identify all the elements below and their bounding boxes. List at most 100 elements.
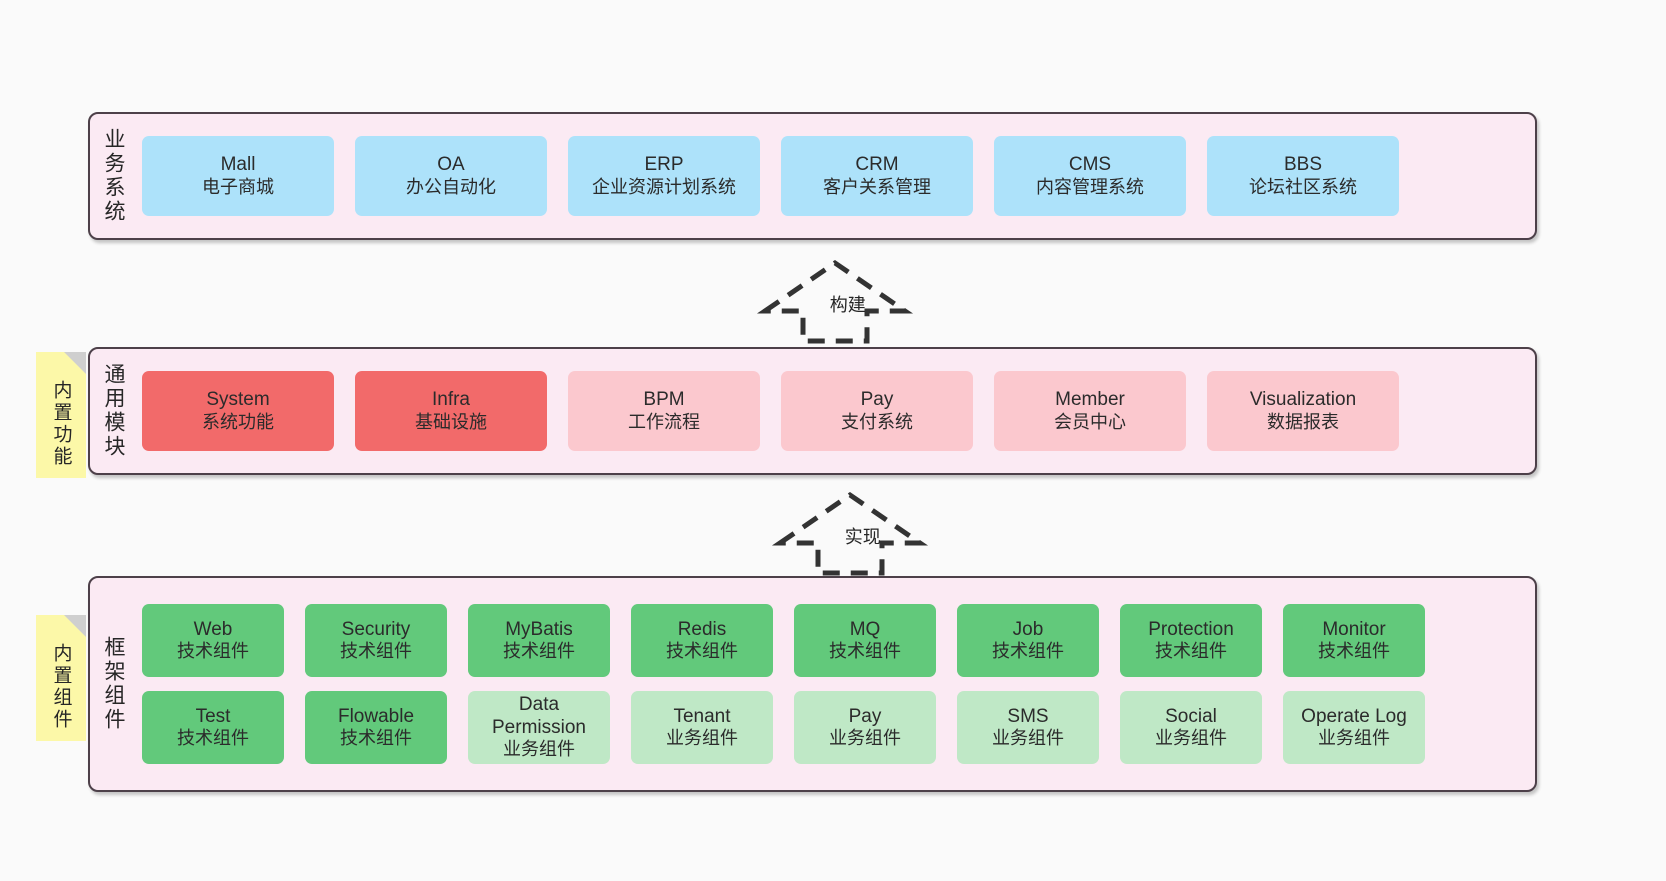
component-box-sms-en: SMS xyxy=(1007,705,1049,727)
business-box-bbs[interactable]: BBS 论坛社区系统 xyxy=(1207,136,1399,216)
component-box-tenant-en: Tenant xyxy=(673,705,731,727)
component-box-social-en: Social xyxy=(1165,705,1217,727)
component-box-pay-en: Pay xyxy=(848,705,882,727)
component-box-job-cn: 技术组件 xyxy=(992,641,1064,662)
component-box-data-permission[interactable]: Data Permission 业务组件 xyxy=(468,691,610,764)
business-box-bbs-cn: 论坛社区系统 xyxy=(1249,176,1357,197)
module-box-system-cn: 系统功能 xyxy=(202,411,274,432)
sticky-note-builtin-components: 内置组件 xyxy=(36,615,86,741)
module-box-member-cn: 会员中心 xyxy=(1054,411,1126,432)
module-box-visualization-en: Visualization xyxy=(1249,389,1357,411)
business-row: Mall 电子商城 OA 办公自动化 ERP 企业资源计划系统 CRM 客户关系… xyxy=(142,136,1519,216)
component-box-mybatis[interactable]: MyBatis 技术组件 xyxy=(468,604,610,677)
component-box-mq-en: MQ xyxy=(849,618,881,640)
implement-arrow-icon xyxy=(771,491,929,576)
module-box-pay-cn: 支付系统 xyxy=(841,411,913,432)
module-box-visualization[interactable]: Visualization 数据报表 xyxy=(1207,371,1399,451)
business-box-cms[interactable]: CMS 内容管理系统 xyxy=(994,136,1186,216)
module-box-bpm[interactable]: BPM 工作流程 xyxy=(568,371,760,451)
component-box-redis-cn: 技术组件 xyxy=(666,641,738,662)
module-box-bpm-cn: 工作流程 xyxy=(628,411,700,432)
business-box-mall-en: Mall xyxy=(220,154,256,176)
component-box-monitor-cn: 技术组件 xyxy=(1318,641,1390,662)
component-box-flowable[interactable]: Flowable 技术组件 xyxy=(305,691,447,764)
component-box-pay[interactable]: Pay 业务组件 xyxy=(794,691,936,764)
sticky-note-builtin-components-label: 内置组件 xyxy=(50,643,72,731)
component-box-sms[interactable]: SMS 业务组件 xyxy=(957,691,1099,764)
connector-build-arrow: 构建 xyxy=(755,255,915,345)
layer-business-title: 业务系统 xyxy=(102,128,126,224)
layer-modules-title: 通用模块 xyxy=(102,363,126,459)
component-box-security[interactable]: Security 技术组件 xyxy=(305,604,447,677)
layer-framework-components: 框架组件 Web 技术组件 Security 技术组件 MyBatis 技术组件… xyxy=(88,576,1537,792)
component-box-web[interactable]: Web 技术组件 xyxy=(142,604,284,677)
component-box-security-en: Security xyxy=(341,618,411,640)
component-box-operate-log-cn: 业务组件 xyxy=(1318,728,1390,749)
module-box-system[interactable]: System 系统功能 xyxy=(142,371,334,451)
module-box-member[interactable]: Member 会员中心 xyxy=(994,371,1186,451)
business-box-mall-cn: 电子商城 xyxy=(202,176,274,197)
sticky-fold-corner-icon xyxy=(64,352,86,374)
component-box-test[interactable]: Test 技术组件 xyxy=(142,691,284,764)
business-box-oa-cn: 办公自动化 xyxy=(406,176,496,197)
layer-modules-body: System 系统功能 Infra 基础设施 BPM 工作流程 Pay 支付系统… xyxy=(136,349,1535,473)
module-box-pay-en: Pay xyxy=(860,389,894,411)
component-box-mq-cn: 技术组件 xyxy=(829,641,901,662)
business-box-crm-cn: 客户关系管理 xyxy=(823,176,931,197)
component-box-protection-en: Protection xyxy=(1148,618,1234,640)
component-box-pay-cn: 业务组件 xyxy=(829,728,901,749)
business-box-erp[interactable]: ERP 企业资源计划系统 xyxy=(568,136,760,216)
business-box-cms-en: CMS xyxy=(1068,154,1112,176)
business-box-erp-cn: 企业资源计划系统 xyxy=(592,176,736,197)
component-box-tenant[interactable]: Tenant 业务组件 xyxy=(631,691,773,764)
component-box-mybatis-en: MyBatis xyxy=(505,618,573,640)
connector-implement-label: 实现 xyxy=(844,527,881,547)
business-box-oa-en: OA xyxy=(437,154,465,176)
layer-business-systems: 业务系统 Mall 电子商城 OA 办公自动化 ERP 企业资源计划系统 CRM… xyxy=(88,112,1537,240)
component-box-mybatis-cn: 技术组件 xyxy=(503,641,575,662)
module-box-infra[interactable]: Infra 基础设施 xyxy=(355,371,547,451)
component-box-test-cn: 技术组件 xyxy=(177,728,249,749)
modules-row: System 系统功能 Infra 基础设施 BPM 工作流程 Pay 支付系统… xyxy=(142,371,1519,451)
component-box-monitor[interactable]: Monitor 技术组件 xyxy=(1283,604,1425,677)
component-box-social[interactable]: Social 业务组件 xyxy=(1120,691,1262,764)
component-box-security-cn: 技术组件 xyxy=(340,641,412,662)
business-box-mall[interactable]: Mall 电子商城 xyxy=(142,136,334,216)
component-box-monitor-en: Monitor xyxy=(1322,618,1386,640)
component-box-redis[interactable]: Redis 技术组件 xyxy=(631,604,773,677)
layer-framework-body: Web 技术组件 Security 技术组件 MyBatis 技术组件 Redi… xyxy=(136,578,1535,790)
component-box-mq[interactable]: MQ 技术组件 xyxy=(794,604,936,677)
component-box-protection[interactable]: Protection 技术组件 xyxy=(1120,604,1262,677)
component-box-data-permission-cn: 业务组件 xyxy=(503,739,575,760)
component-box-sms-cn: 业务组件 xyxy=(992,728,1064,749)
component-box-data-permission-en: Data Permission xyxy=(492,694,586,738)
connector-build-label: 构建 xyxy=(829,295,866,315)
component-box-flowable-en: Flowable xyxy=(337,705,415,727)
module-box-member-en: Member xyxy=(1055,389,1125,411)
layer-business-body: Mall 电子商城 OA 办公自动化 ERP 企业资源计划系统 CRM 客户关系… xyxy=(136,114,1535,238)
framework-row-business: Test 技术组件 Flowable 技术组件 Data Permission … xyxy=(142,691,1519,764)
component-box-operate-log[interactable]: Operate Log 业务组件 xyxy=(1283,691,1425,764)
module-box-infra-cn: 基础设施 xyxy=(415,411,487,432)
business-box-crm-en: CRM xyxy=(855,154,899,176)
component-box-test-en: Test xyxy=(195,705,231,727)
framework-row-tech: Web 技术组件 Security 技术组件 MyBatis 技术组件 Redi… xyxy=(142,604,1519,677)
module-box-bpm-en: BPM xyxy=(643,389,685,411)
component-box-job[interactable]: Job 技术组件 xyxy=(957,604,1099,677)
business-box-cms-cn: 内容管理系统 xyxy=(1036,176,1144,197)
business-box-oa[interactable]: OA 办公自动化 xyxy=(355,136,547,216)
module-box-system-en: System xyxy=(206,389,270,411)
module-box-pay[interactable]: Pay 支付系统 xyxy=(781,371,973,451)
component-box-operate-log-en: Operate Log xyxy=(1301,705,1407,727)
sticky-note-builtin-features-label: 内置功能 xyxy=(50,380,72,468)
component-box-job-en: Job xyxy=(1012,618,1044,640)
component-box-redis-en: Redis xyxy=(677,618,727,640)
business-box-crm[interactable]: CRM 客户关系管理 xyxy=(781,136,973,216)
module-box-visualization-cn: 数据报表 xyxy=(1267,411,1339,432)
sticky-fold-corner-icon xyxy=(64,615,86,637)
business-box-erp-en: ERP xyxy=(644,154,684,176)
build-arrow-icon xyxy=(756,259,914,344)
sticky-note-builtin-features: 内置功能 xyxy=(36,352,86,478)
connector-implement-arrow: 实现 xyxy=(770,487,930,577)
